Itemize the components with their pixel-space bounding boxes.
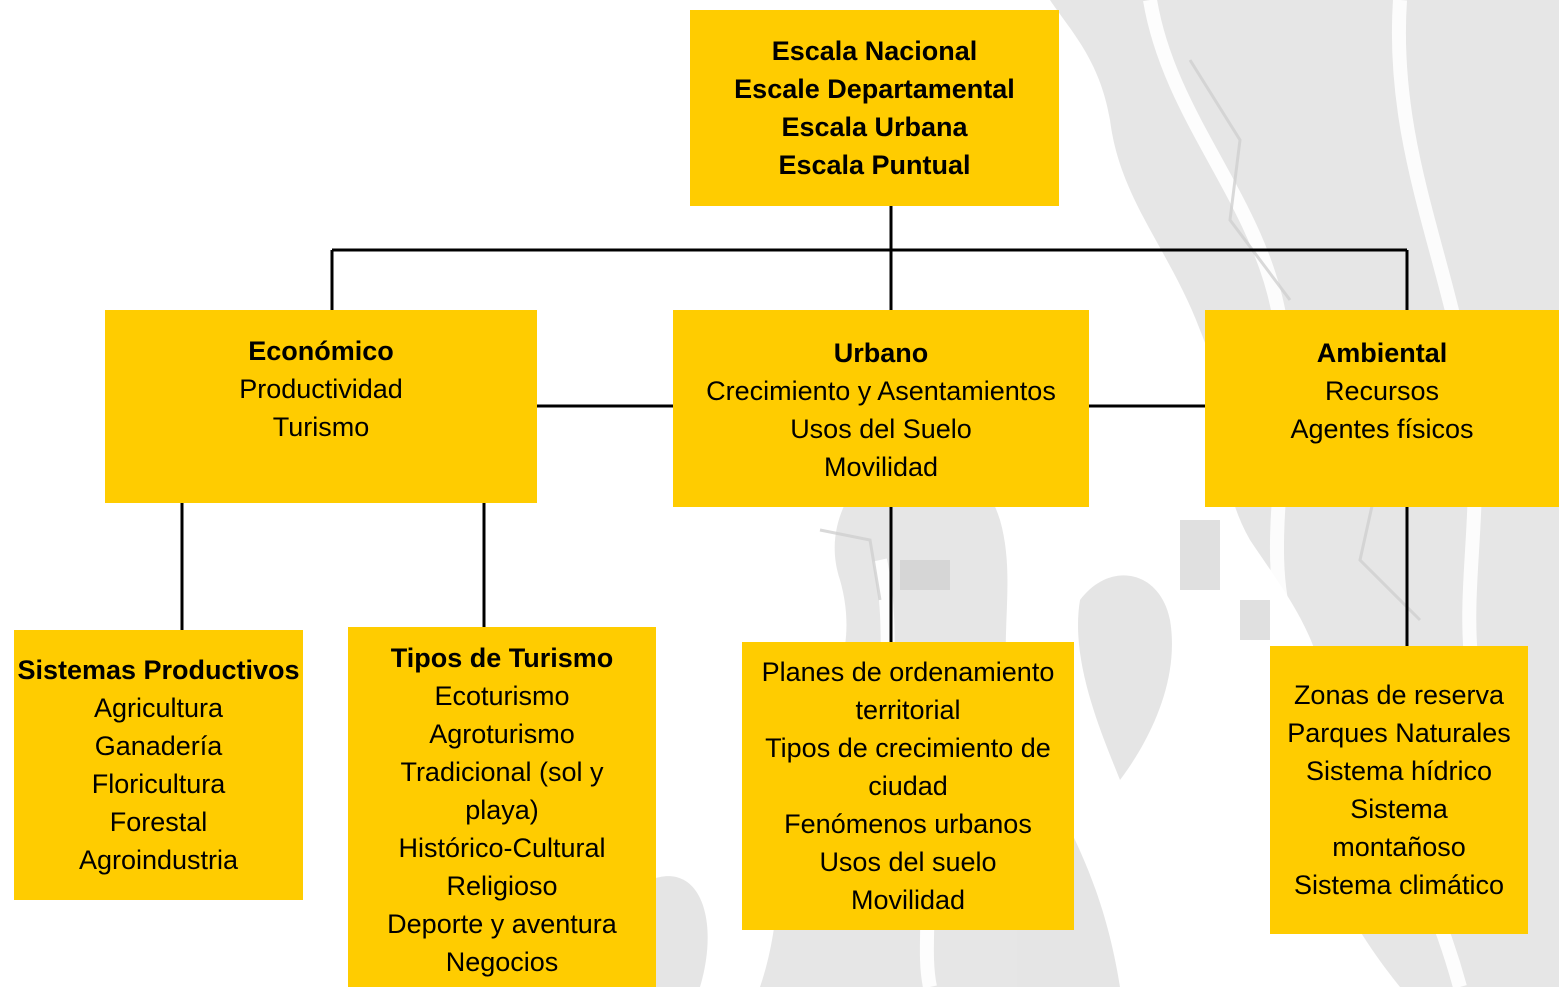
ambiental-line: Recursos (1324, 376, 1440, 406)
urbano-box: Urbano Crecimiento y Asentamientos Usos … (673, 310, 1089, 507)
economico-box: Económico Productividad Turismo (105, 310, 537, 503)
economico-line: Productividad (239, 374, 403, 404)
turismo-line: Histórico-Cultural (398, 833, 606, 863)
urbano-line: Crecimiento y Asentamientos (706, 376, 1056, 406)
zonas-line: Zonas de reserva (1293, 680, 1505, 710)
root-scale-box: Escala Nacional Escale Departamental Esc… (690, 10, 1059, 206)
zonas-line: Parques Naturales (1287, 718, 1511, 748)
turismo-line: Tradicional (sol y (400, 757, 604, 787)
zonas-line: Sistema (1350, 794, 1448, 824)
planes-line: Fenómenos urbanos (784, 809, 1032, 839)
turismo-title: Tipos de Turismo (390, 643, 614, 673)
root-line: Escala Puntual (778, 150, 971, 180)
planes-line: ciudad (868, 771, 948, 801)
planes-line: Planes de ordenamiento (761, 657, 1055, 687)
sistemas-productivos-box: Sistemas Productivos Agricultura Ganader… (14, 630, 303, 900)
sistemas-title: Sistemas Productivos (17, 655, 300, 685)
zonas-line: Sistema climático (1293, 870, 1505, 900)
zonas-line: Sistema hídrico (1305, 756, 1493, 786)
turismo-line: playa) (465, 795, 539, 825)
ambiental-line: Agentes físicos (1290, 414, 1474, 444)
planes-line: Movilidad (850, 885, 966, 915)
sistemas-line: Forestal (109, 807, 208, 837)
planes-line: Usos del suelo (819, 847, 997, 877)
economico-line: Turismo (272, 412, 370, 442)
turismo-line: Agroturismo (429, 719, 575, 749)
planes-line: territorial (855, 695, 961, 725)
urbano-line: Movilidad (823, 452, 939, 482)
ambiental-title: Ambiental (1316, 338, 1448, 368)
sistemas-line: Agricultura (93, 693, 224, 723)
ambiental-box: Ambiental Recursos Agentes físicos (1205, 310, 1559, 507)
turismo-line: Religioso (446, 871, 558, 901)
turismo-line: Negocios (445, 947, 559, 977)
economico-title: Económico (248, 336, 394, 366)
turismo-line: Deporte y aventura (387, 909, 617, 939)
turismo-line: Ecoturismo (434, 681, 570, 711)
sistemas-line: Floricultura (91, 769, 226, 799)
sistemas-line: Agroindustria (78, 845, 239, 875)
root-line: Escale Departamental (734, 74, 1015, 104)
tipos-turismo-box: Tipos de Turismo Ecoturismo Agroturismo … (348, 627, 656, 987)
sistemas-line: Ganadería (94, 731, 223, 761)
urbano-line: Usos del Suelo (790, 414, 972, 444)
zonas-line: montañoso (1332, 832, 1466, 862)
root-line: Escala Nacional (771, 36, 978, 66)
urbano-title: Urbano (833, 338, 929, 368)
planes-ordenamiento-box: Planes de ordenamiento territorial Tipos… (742, 642, 1074, 930)
zonas-reserva-box: Zonas de reserva Parques Naturales Siste… (1270, 646, 1528, 934)
root-line: Escala Urbana (781, 112, 968, 142)
planes-line: Tipos de crecimiento de (765, 733, 1051, 763)
